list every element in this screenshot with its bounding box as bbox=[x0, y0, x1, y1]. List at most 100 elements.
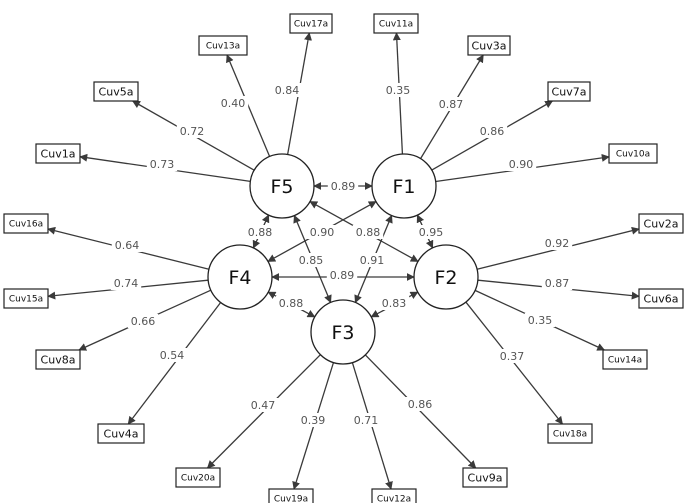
indicator-box-cuv8a bbox=[35, 349, 81, 370]
factor-label-f4: F4 bbox=[228, 267, 251, 289]
loading-label-cuv19a: 0.39 bbox=[297, 413, 329, 427]
factor-label-f5: F5 bbox=[270, 176, 293, 198]
loading-label-cuv2a-text: 0.92 bbox=[545, 237, 570, 250]
loading-label-cuv4a-text: 0.54 bbox=[160, 349, 185, 362]
indicator-cuv8a: Cuv8a bbox=[35, 349, 81, 370]
loading-label-cuv18a-bg bbox=[496, 349, 528, 363]
loading-label-cuv19a-bg bbox=[297, 413, 329, 427]
factor-label-f3: F3 bbox=[331, 322, 354, 344]
loading-label-cuv20a: 0.47 bbox=[247, 398, 279, 412]
factor-label-f1: F1 bbox=[392, 176, 415, 198]
loading-label-cuv13a-bg bbox=[217, 96, 249, 110]
loading-label-cuv3a-bg bbox=[435, 97, 467, 111]
loading-label-cuv2a: 0.92 bbox=[541, 236, 573, 250]
indicator-label-cuv16a: Cuv16a bbox=[9, 220, 43, 230]
loading-label-cuv13a-text: 0.40 bbox=[221, 97, 246, 110]
loading-label-cuv18a: 0.37 bbox=[496, 349, 528, 363]
indicator-label-cuv11a: Cuv11a bbox=[379, 20, 413, 30]
indicator-label-cuv19a: Cuv19a bbox=[274, 495, 308, 503]
loading-label-cuv14a-text: 0.35 bbox=[528, 314, 553, 327]
loading-label-cuv5a: 0.72 bbox=[176, 124, 208, 138]
indicator-box-cuv14a bbox=[602, 349, 648, 370]
indicator-label-cuv7a: Cuv7a bbox=[552, 85, 587, 98]
loading-label-cuv6a-text: 0.87 bbox=[545, 277, 570, 290]
loading-label-cuv11a-bg bbox=[382, 83, 414, 97]
indicator-box-cuv16a bbox=[3, 213, 49, 234]
loading-label-cuv1a-bg bbox=[146, 157, 178, 171]
indicator-label-cuv12a: Cuv12a bbox=[377, 495, 411, 503]
indicator-cuv15a: Cuv15a bbox=[3, 288, 49, 309]
indicator-cuv2a: Cuv2a bbox=[638, 213, 684, 234]
indicator-label-cuv3a: Cuv3a bbox=[472, 39, 507, 52]
indicator-cuv10a: Cuv10a bbox=[608, 143, 658, 164]
coefficient-labels-layer: 0.840.400.720.730.350.870.860.900.640.74… bbox=[110, 83, 573, 427]
loading-label-cuv2a-bg bbox=[541, 236, 573, 250]
correlation-label-f4-f3: 0.88 bbox=[275, 296, 307, 310]
indicator-cuv1a: Cuv1a bbox=[35, 143, 81, 164]
correlation-label-f5-f4: 0.88 bbox=[244, 225, 276, 239]
factor-f1: F1 bbox=[371, 153, 437, 219]
loading-label-cuv6a-bg bbox=[541, 276, 573, 290]
indicator-box-cuv3a bbox=[467, 35, 511, 56]
indicator-box-cuv18a bbox=[547, 423, 593, 444]
loading-label-cuv20a-bg bbox=[247, 398, 279, 412]
loading-label-cuv9a-bg bbox=[404, 397, 436, 411]
factor-circle-f2 bbox=[413, 244, 479, 310]
loading-label-cuv5a-bg bbox=[176, 124, 208, 138]
correlation-label-f1-f3-bg bbox=[356, 253, 388, 267]
indicator-box-cuv19a bbox=[268, 488, 314, 503]
loading-label-cuv3a: 0.87 bbox=[435, 97, 467, 111]
loading-label-cuv17a-bg bbox=[271, 83, 303, 97]
loading-label-cuv4a: 0.54 bbox=[156, 348, 188, 362]
correlation-label-f1-f4: 0.90 bbox=[306, 225, 338, 239]
factor-circle-f3 bbox=[310, 299, 376, 365]
correlation-label-f4-f2-bg bbox=[326, 268, 358, 282]
loading-label-cuv15a: 0.74 bbox=[110, 276, 142, 290]
loading-arrow-f5-cuv13a bbox=[226, 54, 271, 157]
factor-f5: F5 bbox=[249, 153, 315, 219]
correlation-label-f5-f1: 0.89 bbox=[327, 179, 359, 193]
loading-arrow-f3-cuv9a bbox=[364, 354, 477, 469]
indicator-box-cuv7a bbox=[547, 81, 591, 102]
loading-label-cuv14a-bg bbox=[524, 313, 556, 327]
loading-label-cuv12a-bg bbox=[350, 413, 382, 427]
loading-label-cuv19a-text: 0.39 bbox=[301, 414, 326, 427]
correlation-label-f1-f2-text: 0.95 bbox=[419, 226, 444, 239]
loading-arrow-f2-cuv18a bbox=[465, 301, 563, 425]
indicator-cuv6a: Cuv6a bbox=[638, 288, 684, 309]
loading-label-cuv12a: 0.71 bbox=[350, 413, 382, 427]
factor-label-f2: F2 bbox=[434, 267, 457, 289]
correlation-label-f4-f2-text: 0.89 bbox=[330, 269, 355, 282]
indicator-cuv16a: Cuv16a bbox=[3, 213, 49, 234]
loading-label-cuv16a-text: 0.64 bbox=[115, 239, 140, 252]
indicator-box-cuv13a bbox=[198, 35, 248, 56]
indicator-box-cuv11a bbox=[373, 13, 419, 34]
loading-label-cuv20a-text: 0.47 bbox=[251, 399, 276, 412]
loading-label-cuv10a-text: 0.90 bbox=[509, 158, 534, 171]
indicator-label-cuv1a: Cuv1a bbox=[41, 147, 76, 160]
indicator-label-cuv5a: Cuv5a bbox=[99, 85, 134, 98]
correlation-label-f2-f3: 0.83 bbox=[378, 296, 410, 310]
indicator-box-cuv4a bbox=[97, 423, 145, 444]
correlation-label-f2-f3-text: 0.83 bbox=[382, 297, 407, 310]
indicator-label-cuv17a: Cuv17a bbox=[294, 20, 328, 30]
indicator-cuv13a: Cuv13a bbox=[198, 35, 248, 56]
correlation-label-f5-f2: 0.88 bbox=[352, 225, 384, 239]
correlation-label-f5-f4-bg bbox=[244, 225, 276, 239]
indicator-label-cuv15a: Cuv15a bbox=[9, 295, 43, 305]
correlation-label-f2-f3-bg bbox=[378, 296, 410, 310]
correlation-label-f5-f2-text: 0.88 bbox=[356, 226, 381, 239]
factor-circle-f1 bbox=[371, 153, 437, 219]
indicator-cuv4a: Cuv4a bbox=[97, 423, 145, 444]
indicator-cuv18a: Cuv18a bbox=[547, 423, 593, 444]
indicator-box-cuv1a bbox=[35, 143, 81, 164]
loading-label-cuv5a-text: 0.72 bbox=[180, 125, 205, 138]
loading-label-cuv3a-text: 0.87 bbox=[439, 98, 464, 111]
loading-label-cuv1a-text: 0.73 bbox=[150, 158, 175, 171]
indicator-box-cuv6a bbox=[638, 288, 684, 309]
indicator-label-cuv10a: Cuv10a bbox=[616, 150, 650, 160]
loading-label-cuv10a: 0.90 bbox=[505, 157, 537, 171]
loading-label-cuv9a-text: 0.86 bbox=[408, 398, 433, 411]
